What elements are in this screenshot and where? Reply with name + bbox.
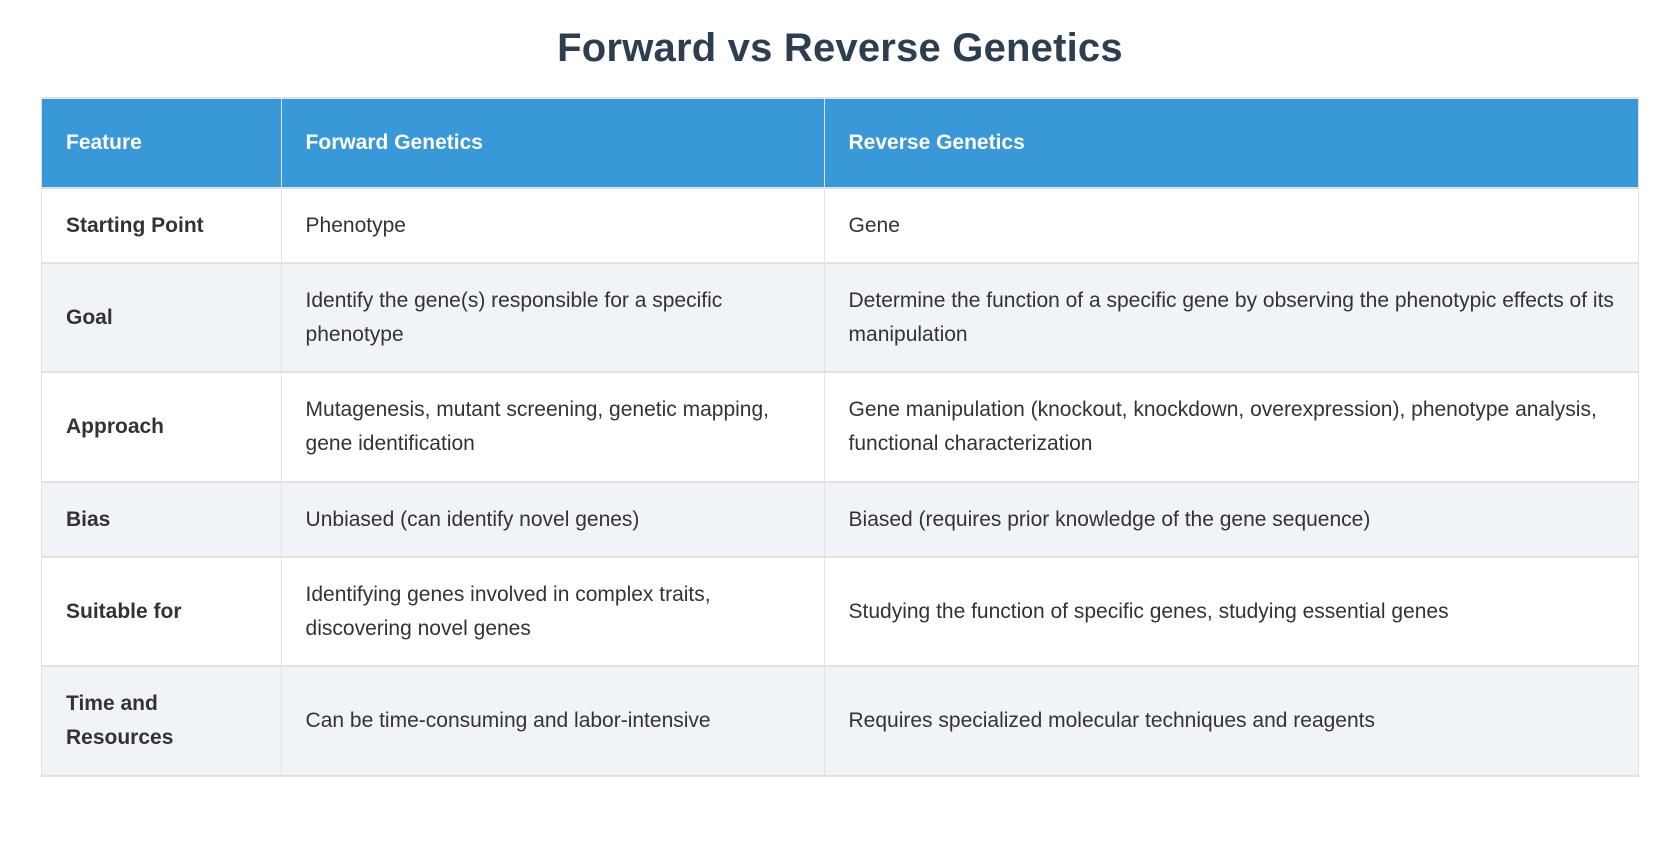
feature-cell: Approach xyxy=(41,371,282,483)
column-header-forward-genetics: Forward Genetics xyxy=(280,97,825,189)
forward-genetics-cell: Phenotype xyxy=(280,186,825,265)
reverse-genetics-cell: Gene manipulation (knockout, knockdown, … xyxy=(823,371,1640,483)
forward-genetics-cell: Identifying genes involved in complex tr… xyxy=(280,556,825,668)
feature-cell: Suitable for xyxy=(41,556,282,668)
header-row: Feature Forward Genetics Reverse Genetic… xyxy=(41,97,1640,189)
forward-genetics-cell: Unbiased (can identify novel genes) xyxy=(280,480,825,559)
reverse-genetics-cell: Requires specialized molecular technique… xyxy=(823,665,1640,777)
genetics-comparison-table: Feature Forward Genetics Reverse Genetic… xyxy=(41,97,1640,777)
feature-cell: Time and Resources xyxy=(41,665,282,777)
forward-genetics-cell: Can be time-consuming and labor-intensiv… xyxy=(280,665,825,777)
reverse-genetics-cell: Studying the function of specific genes,… xyxy=(823,556,1640,668)
forward-genetics-cell: Mutagenesis, mutant screening, genetic m… xyxy=(280,371,825,483)
feature-cell: Starting Point xyxy=(41,186,282,265)
column-header-reverse-genetics: Reverse Genetics xyxy=(823,97,1640,189)
forward-genetics-cell: Identify the gene(s) responsible for a s… xyxy=(280,262,825,374)
column-header-feature: Feature xyxy=(41,97,282,189)
feature-cell: Goal xyxy=(41,262,282,374)
reverse-genetics-cell: Biased (requires prior knowledge of the … xyxy=(823,480,1640,559)
feature-cell: Bias xyxy=(41,480,282,559)
reverse-genetics-cell: Gene xyxy=(823,186,1640,265)
page-title: Forward vs Reverse Genetics xyxy=(557,26,1123,70)
reverse-genetics-cell: Determine the function of a specific gen… xyxy=(823,262,1640,374)
